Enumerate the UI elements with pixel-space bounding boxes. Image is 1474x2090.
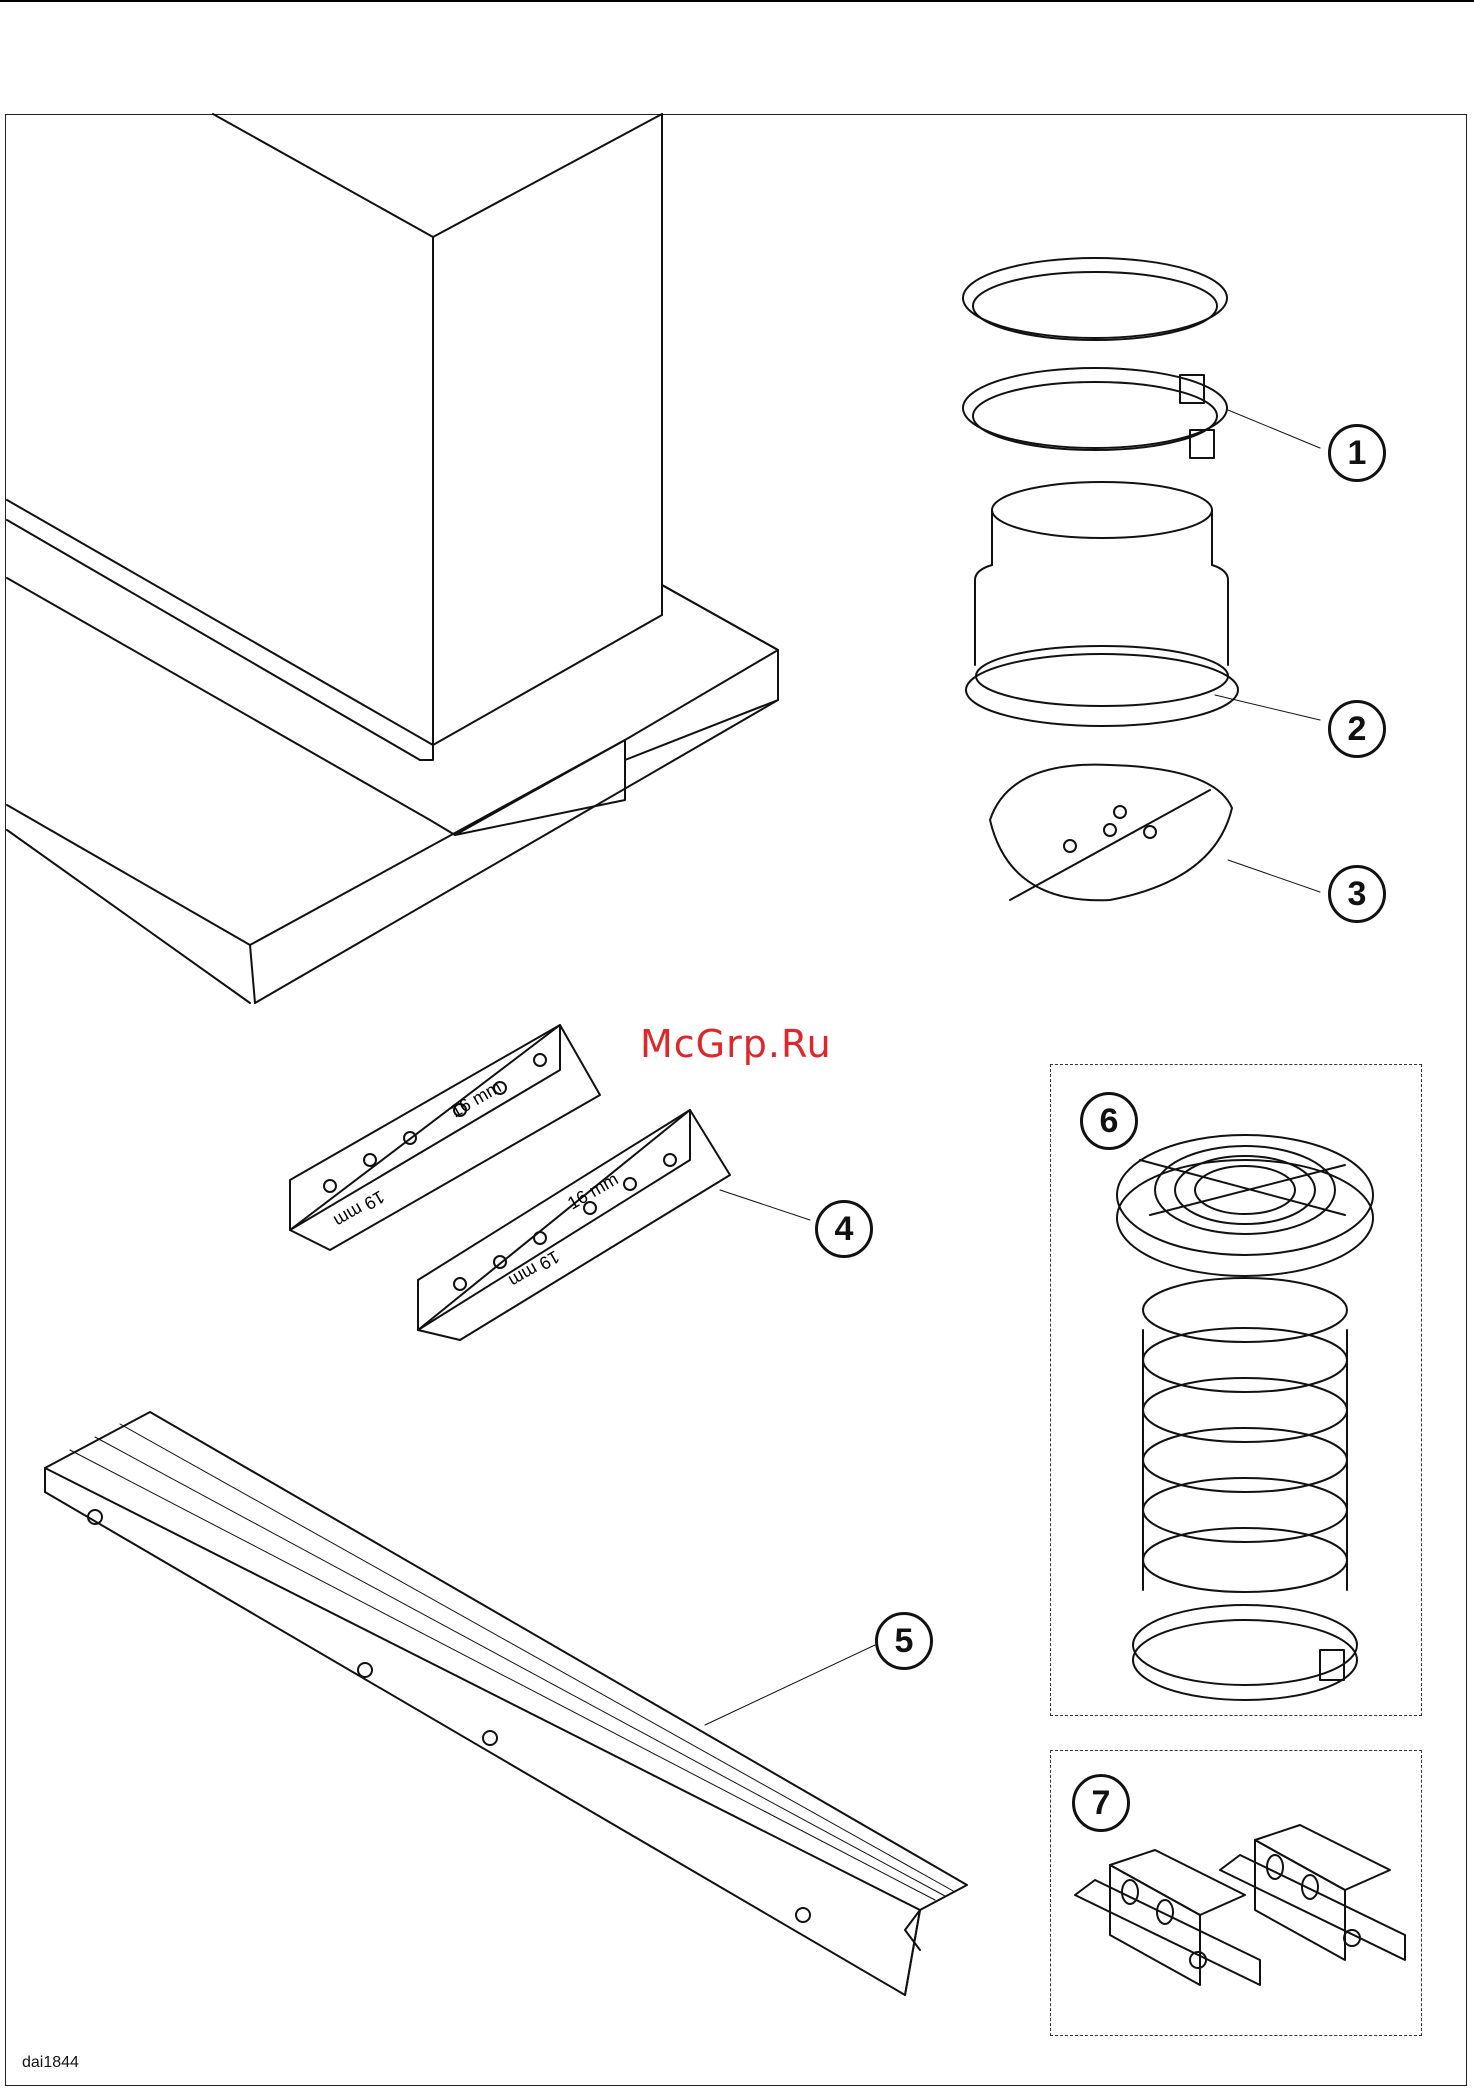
cooker-hood: [7, 114, 778, 1003]
callout-2: 2: [1328, 700, 1386, 758]
callout-6: 6: [1080, 1092, 1138, 1150]
callout-5: 5: [875, 1612, 933, 1670]
callout-4: 4: [815, 1200, 873, 1258]
duct-adapter: [966, 482, 1320, 726]
bracket-mark-16-bottom: 16 mm: [564, 1169, 622, 1214]
callout-3: 3: [1328, 865, 1386, 923]
non-return-valve: [990, 765, 1320, 901]
hose-clamps: [963, 258, 1320, 458]
bracket-mark-16-top: 16 mm: [447, 1077, 505, 1122]
callout-7: 7: [1072, 1774, 1130, 1832]
drawing-code: dai1844: [22, 2054, 79, 2072]
callout-1: 1: [1328, 424, 1386, 482]
kit-box-6: [1050, 1064, 1422, 1716]
angle-brackets: [290, 1025, 810, 1340]
watermark: McGrp.Ru: [640, 1022, 832, 1066]
mounting-rail: [45, 1412, 967, 1995]
